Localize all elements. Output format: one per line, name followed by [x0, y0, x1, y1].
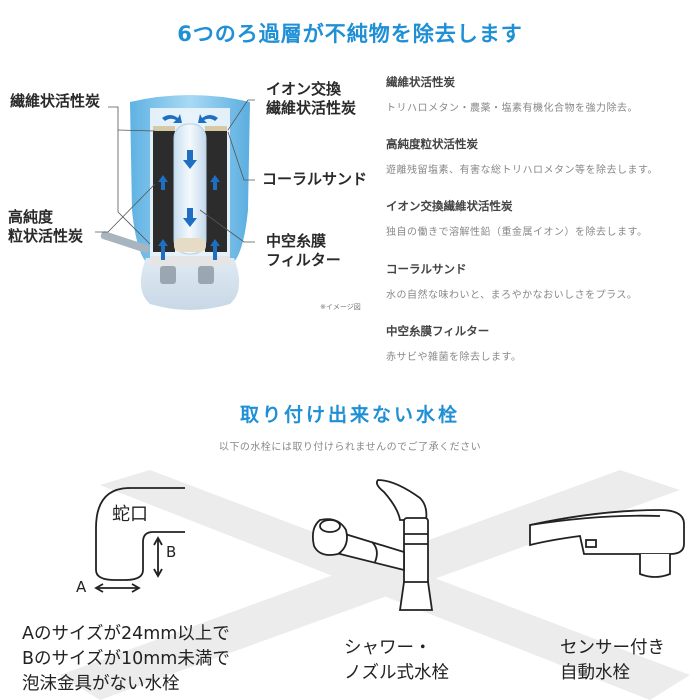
description-item: 中空糸膜フィルター 赤サビや雑菌を除去します。: [386, 323, 696, 363]
description-body: 遊離残留塩素、有害な総トリハロメタン等を除去します。: [386, 165, 658, 176]
description-body: トリハロメタン・農薬・塩素有機化合物を強力除去。: [386, 103, 638, 114]
description-item: 繊維状活性炭 トリハロメタン・農薬・塩素有機化合物を強力除去。: [386, 74, 696, 114]
description-heading: イオン交換繊維状活性炭: [386, 199, 513, 213]
section-subtitle: 以下の水栓には取り付けられませんのでご了承ください: [218, 442, 482, 453]
spout-label: 蛇口: [112, 504, 148, 525]
description-item: 高純度粒状活性炭 遊離残留塩素、有害な総トリハロメタン等を除去します。: [386, 136, 696, 176]
label-ion-exchange-carbon: イオン交換 繊維状活性炭: [266, 80, 357, 117]
filter-cutaway-diagram: 繊維状活性炭 高純度 粒状活性炭 イオン交換 繊維状活性炭 コーラルサンド 中空…: [0, 60, 370, 320]
carbon-layer-right: [205, 130, 227, 252]
description-body: 赤サビや雑菌を除去します。: [386, 352, 522, 363]
description-body: 独自の働きで溶解性鉛（重金属イオン）を除去します。: [386, 227, 648, 238]
description-body: 水の自然な味わいと、まろやかなおいしさをプラス。: [386, 290, 638, 301]
spout-dimension-icon: [94, 487, 185, 593]
faucet-label-spout-size: Aのサイズが24mm以上で Bのサイズが10mm未満で 泡沫金具がない水栓: [22, 624, 230, 694]
label-fiber-carbon: 繊維状活性炭: [10, 92, 101, 110]
description-heading: 繊維状活性炭: [386, 75, 455, 89]
dimension-a-label: A: [76, 578, 87, 596]
prohibited-x-mark: [60, 470, 690, 700]
shower-nozzle-faucet-icon: [311, 479, 434, 611]
carbon-layer-left: [153, 130, 175, 252]
image-note: ※イメージ図: [320, 303, 361, 311]
page-title: 6つのろ過層が不純物を除去します: [177, 22, 523, 46]
section-title: 取り付け出来ない水栓: [239, 404, 460, 426]
filter-cartridge-illustration: [95, 95, 255, 310]
sensor-faucet-icon: [529, 509, 685, 578]
description-item: コーラルサンド 水の自然な味わいと、まろやかなおいしさをプラス。: [386, 261, 696, 301]
description-heading: コーラルサンド: [386, 262, 467, 276]
faucet-label-sensor: センサー付き 自動水栓: [560, 638, 665, 683]
description-heading: 高純度粒状活性炭: [386, 137, 478, 151]
label-coral-sand: コーラルサンド: [262, 170, 368, 188]
dimension-b-label: B: [166, 543, 177, 561]
description-heading: 中空糸膜フィルター: [386, 324, 490, 338]
description-item: イオン交換繊維状活性炭 独自の働きで溶解性鉛（重金属イオン）を除去します。: [386, 198, 696, 238]
label-granular-carbon: 高純度 粒状活性炭: [8, 208, 84, 245]
faucet-label-shower-nozzle: シャワー・ ノズル式水栓: [344, 638, 449, 683]
label-hollow-fiber-filter: 中空糸膜 フィルター: [266, 232, 341, 269]
